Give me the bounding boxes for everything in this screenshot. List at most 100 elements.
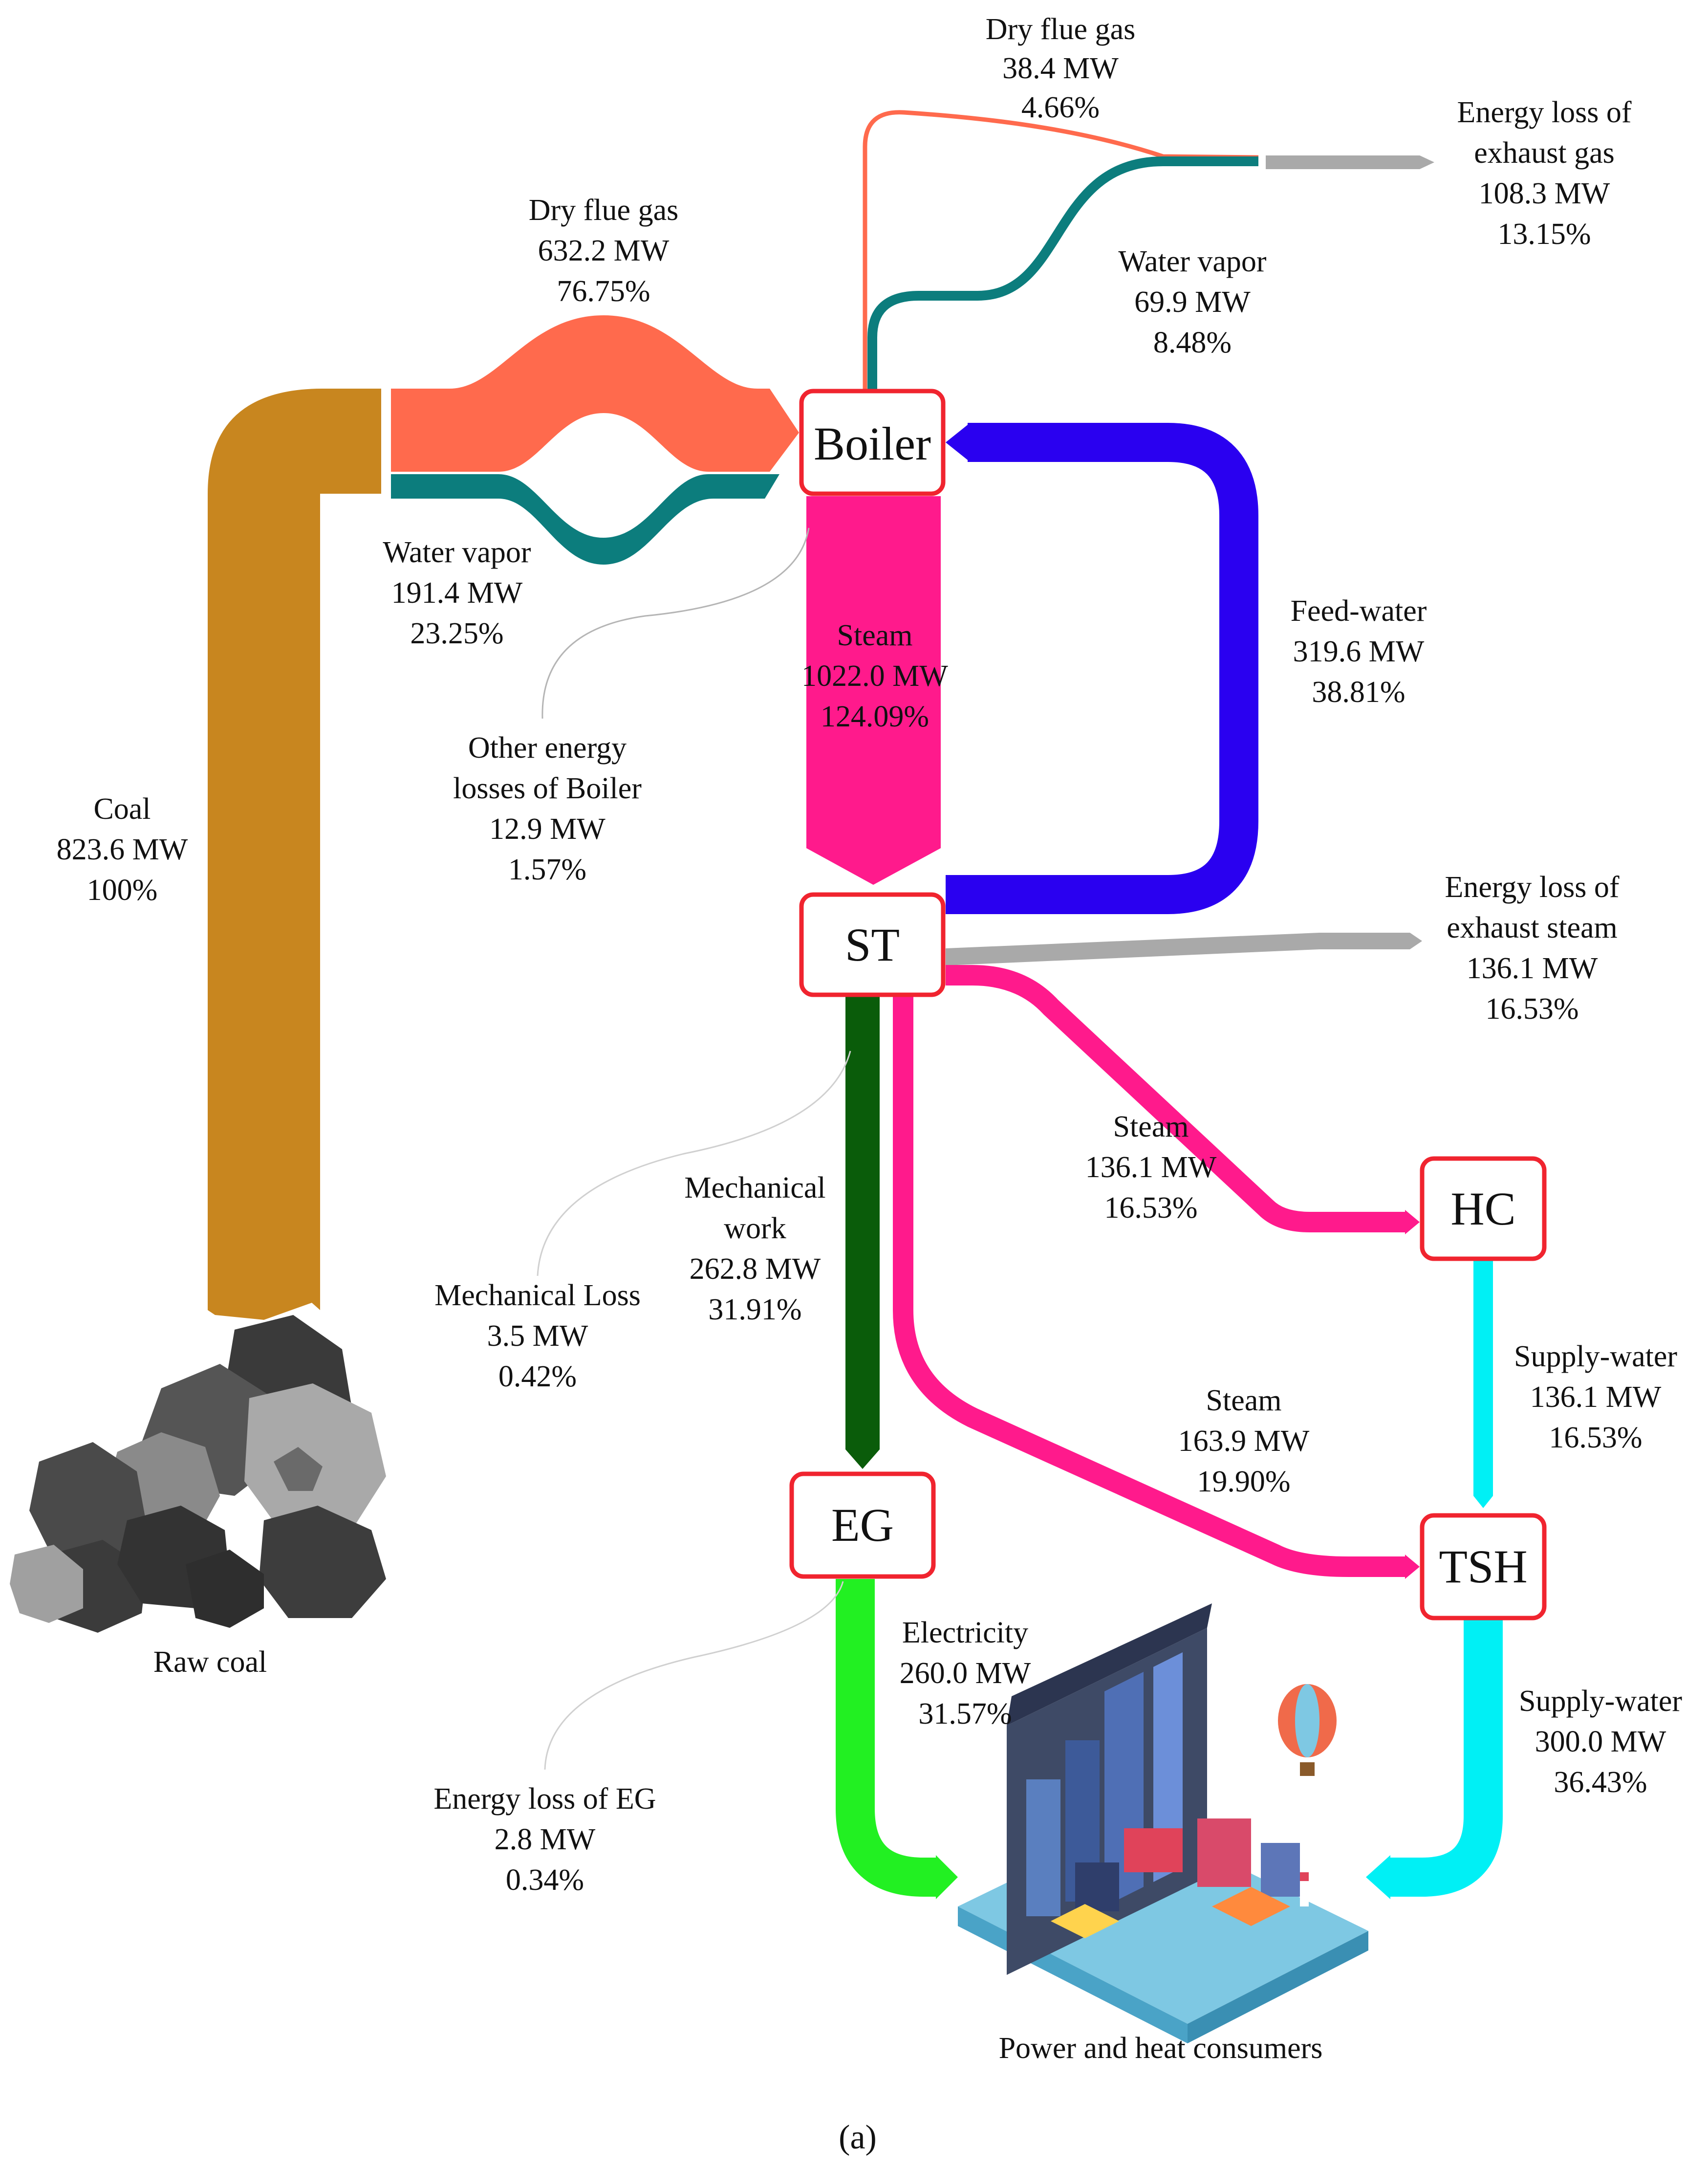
label-steam-main: Steam 1022.0 MW 124.09% [801, 619, 948, 733]
node-eg-label: EG [831, 1499, 894, 1551]
label-feed-water: Feed-water 319.6 MW 38.81% [1291, 594, 1427, 709]
exhaust-steam-loss-name2: exhaust steam [1447, 911, 1618, 944]
supply-water-hc-value: 136.1 MW [1530, 1380, 1662, 1414]
dry-flue-gas-main-pct: 76.75% [557, 275, 650, 308]
mechanical-work-name2: work [724, 1212, 786, 1245]
node-tsh: TSH [1420, 1513, 1547, 1621]
label-steam-tsh: Steam 163.9 MW 19.90% [1178, 1384, 1310, 1498]
label-boiler-other-loss: Other energy losses of Boiler 12.9 MW 1.… [453, 731, 642, 886]
leader-mechanical-loss [537, 1051, 851, 1276]
exhaust-gas-loss-name1: Energy loss of [1457, 96, 1631, 129]
label-supply-water-hc: Supply-water 136.1 MW 16.53% [1514, 1340, 1677, 1454]
consumers-city-illustration [958, 1603, 1368, 2043]
node-boiler: Boiler [799, 389, 946, 496]
dry-flue-gas-top-name: Dry flue gas [986, 13, 1135, 46]
water-vapor-main-value: 191.4 MW [391, 576, 523, 610]
node-st: ST [799, 892, 946, 997]
steam-main-name: Steam [837, 619, 913, 652]
electricity-arrowhead [936, 1855, 958, 1899]
water-vapor-top-pct: 8.48% [1153, 326, 1232, 359]
steam-hc-arrowhead [1405, 1210, 1420, 1234]
label-steam-hc: Steam 136.1 MW 16.53% [1085, 1110, 1217, 1225]
water-vapor-main-pct: 23.25% [410, 617, 503, 650]
label-coal: Coal 823.6 MW 100% [57, 792, 188, 907]
feed-water-arrowhead [946, 423, 970, 462]
mechanical-loss-pct: 0.42% [498, 1360, 577, 1393]
coal-pct: 100% [87, 874, 158, 907]
mechanical-loss-name: Mechanical Loss [434, 1279, 641, 1312]
mechanical-work-name1: Mechanical [684, 1171, 825, 1204]
flow-dry-flue-gas-main [391, 315, 799, 472]
water-vapor-top-name: Water vapor [1118, 245, 1266, 278]
flow-exhaust-gas-loss [1266, 155, 1434, 169]
mechanical-loss-value: 3.5 MW [487, 1319, 588, 1353]
steam-tsh-name: Steam [1206, 1384, 1282, 1417]
feed-water-pct: 38.81% [1312, 676, 1405, 709]
flow-steam-tsh [893, 990, 1405, 1577]
exhaust-gas-loss-name2: exhaust gas [1474, 136, 1615, 170]
steam-tsh-value: 163.9 MW [1178, 1424, 1310, 1458]
mechanical-work-pct: 31.91% [708, 1293, 801, 1326]
label-supply-water-out: Supply-water 300.0 MW 36.43% [1519, 1685, 1682, 1799]
label-dry-flue-gas-main: Dry flue gas 632.2 MW 76.75% [529, 194, 678, 308]
node-hc-label: HC [1450, 1183, 1515, 1235]
steam-main-pct: 124.09% [821, 700, 929, 733]
steam-hc-pct: 16.53% [1104, 1191, 1197, 1225]
node-st-label: ST [845, 919, 900, 971]
supply-water-out-arrowhead [1366, 1855, 1390, 1899]
supply-water-out-value: 300.0 MW [1535, 1725, 1666, 1758]
feed-water-value: 319.6 MW [1293, 635, 1425, 668]
flow-electricity [836, 1579, 938, 1897]
caption-raw-coal: Raw coal [153, 1645, 267, 1679]
flow-dry-flue-gas-top [863, 110, 1259, 391]
flow-water-vapor-main [391, 474, 779, 565]
label-mechanical-loss: Mechanical Loss 3.5 MW 0.42% [434, 1279, 641, 1393]
flow-coal [208, 389, 381, 1320]
supply-water-out-name: Supply-water [1519, 1685, 1682, 1718]
supply-water-hc-pct: 16.53% [1549, 1421, 1642, 1454]
label-dry-flue-gas-top: Dry flue gas 38.4 MW 4.66% [986, 13, 1135, 124]
steam-hc-name: Steam [1113, 1110, 1189, 1143]
label-mechanical-work: Mechanical work 262.8 MW 31.91% [684, 1171, 825, 1326]
eg-loss-name: Energy loss of EG [433, 1782, 656, 1816]
water-vapor-main-name: Water vapor [383, 536, 531, 569]
raw-coal-illustration [10, 1315, 386, 1633]
feed-water-name: Feed-water [1291, 594, 1427, 628]
boiler-loss-name2: losses of Boiler [453, 772, 642, 805]
flow-exhaust-steam-loss [946, 933, 1422, 965]
leader-boiler-loss [541, 527, 810, 719]
exhaust-gas-loss-value: 108.3 MW [1479, 177, 1610, 210]
label-water-vapor-main: Water vapor 191.4 MW 23.25% [383, 536, 531, 650]
boiler-loss-name1: Other energy [468, 731, 627, 765]
coal-name: Coal [93, 792, 151, 826]
electricity-pct: 31.57% [918, 1697, 1012, 1730]
exhaust-steam-loss-name1: Energy loss of [1445, 871, 1619, 904]
node-boiler-label: Boiler [814, 417, 931, 470]
supply-water-hc-name: Supply-water [1514, 1340, 1677, 1373]
mechanical-work-value: 262.8 MW [690, 1252, 821, 1286]
flow-supply-water-out [1388, 1613, 1503, 1897]
electricity-value: 260.0 MW [900, 1657, 1031, 1690]
caption-consumers: Power and heat consumers [999, 2032, 1323, 2065]
supply-water-out-pct: 36.43% [1554, 1766, 1647, 1799]
flow-steam-hc [946, 965, 1405, 1232]
eg-loss-pct: 0.34% [506, 1863, 584, 1897]
node-hc: HC [1420, 1156, 1547, 1261]
label-exhaust-steam-loss: Energy loss of exhaust steam 136.1 MW 16… [1445, 871, 1619, 1026]
exhaust-steam-loss-pct: 16.53% [1485, 992, 1578, 1026]
water-vapor-top-value: 69.9 MW [1134, 285, 1251, 319]
boiler-loss-pct: 1.57% [508, 853, 586, 886]
label-water-vapor-top: Water vapor 69.9 MW 8.48% [1118, 245, 1266, 359]
flow-feed-water [946, 423, 1258, 914]
steam-tsh-pct: 19.90% [1197, 1465, 1290, 1498]
figure-label: (a) [839, 2119, 877, 2156]
exhaust-gas-loss-pct: 13.15% [1497, 218, 1591, 251]
dry-flue-gas-top-pct: 4.66% [1021, 91, 1100, 124]
exhaust-steam-loss-value: 136.1 MW [1467, 952, 1598, 985]
label-eg-loss: Energy loss of EG 2.8 MW 0.34% [433, 1782, 656, 1897]
flow-steam-main [806, 496, 941, 885]
dry-flue-gas-top-value: 38.4 MW [1002, 52, 1119, 85]
node-tsh-label: TSH [1439, 1540, 1527, 1593]
flow-water-vapor-top [867, 156, 1258, 391]
